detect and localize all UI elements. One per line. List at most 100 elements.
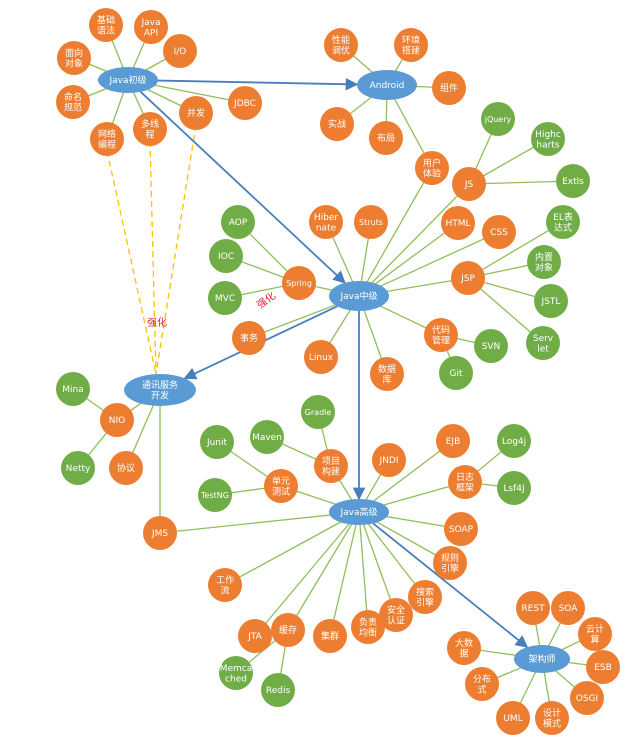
- node-practice: 实战: [320, 107, 354, 141]
- node-label: 云计算: [586, 623, 604, 646]
- node-env: 环境搭建: [394, 28, 428, 62]
- node-circle: [415, 151, 449, 185]
- node-label: 性能调优: [332, 34, 350, 57]
- node-multithread: 多线程: [133, 112, 167, 146]
- edge-java_adv-search_engine: [358, 511, 426, 598]
- node-circle: [394, 28, 428, 62]
- node-label: Redis: [266, 686, 291, 696]
- node-circle: [304, 340, 338, 374]
- node-circle: [100, 403, 134, 437]
- node-circle: [482, 215, 516, 249]
- node-label: Git: [449, 369, 462, 379]
- node-label: JTA: [247, 632, 262, 642]
- node-junit: Junit: [200, 425, 234, 459]
- node-label: 并发: [187, 107, 205, 119]
- hub-ellipse: [329, 499, 389, 525]
- hub-ellipse: [124, 374, 196, 406]
- node-label: JNDI: [379, 456, 399, 466]
- node-label: 数据库: [378, 363, 396, 386]
- node-circle: [282, 266, 316, 300]
- node-circle: [200, 425, 234, 459]
- node-circle: [109, 451, 143, 485]
- node-circle: [551, 591, 585, 625]
- node-esb: ESB: [586, 650, 620, 684]
- edge-java_mid-css: [358, 231, 500, 297]
- node-circle: [408, 580, 442, 614]
- node-circle: [439, 356, 473, 390]
- node-label: OSGI: [576, 694, 598, 704]
- node-struts: Struts: [354, 205, 388, 239]
- node-ioc: IOC: [209, 239, 243, 273]
- node-linux: Linux: [304, 340, 338, 374]
- node-label: jQuery: [484, 115, 512, 124]
- node-label: JSTL: [541, 297, 561, 307]
- node-circle: [301, 395, 335, 429]
- node-label: Netty: [66, 464, 91, 474]
- node-label: Junit: [206, 438, 228, 448]
- node-cluster: 集群: [313, 619, 347, 653]
- node-mvc: MVC: [208, 281, 242, 315]
- node-circle: [324, 28, 358, 62]
- node-circle: [354, 205, 388, 239]
- node-circle: [89, 8, 123, 42]
- node-label: Extls: [562, 177, 584, 187]
- node-label: 搜索引擎: [416, 586, 434, 609]
- edge-java_adv-security: [358, 511, 397, 616]
- node-circle: [250, 420, 284, 454]
- node-label: 命名规范: [64, 91, 82, 114]
- node-circle: [238, 619, 272, 653]
- node-log4j: Log4j: [497, 424, 531, 458]
- node-circle: [497, 424, 531, 458]
- arrow-java_adv-architect: [372, 522, 529, 648]
- node-workflow: 工作流: [208, 568, 242, 602]
- node-label: CSS: [490, 228, 508, 238]
- node-circle: [424, 318, 458, 352]
- node-circle: [351, 610, 385, 644]
- node-label: MVC: [215, 294, 235, 304]
- arrow-java_basic-android: [157, 77, 359, 91]
- hub-label: 通讯服务开发: [142, 379, 178, 402]
- node-label: SVN: [482, 342, 501, 352]
- node-label: TestNG: [200, 491, 229, 500]
- edge-java_adv-cluster: [329, 511, 360, 637]
- node-jsp: JSP: [451, 261, 485, 295]
- annotation-strengthen: 强化: [254, 289, 278, 311]
- node-label: 基础语法: [97, 14, 115, 37]
- hub-label: Java高级: [339, 506, 377, 518]
- node-label: Log4j: [502, 437, 526, 447]
- node-el: EL表达式: [546, 205, 580, 239]
- node-log_framework: 日志框架: [448, 465, 482, 499]
- node-label: AOP: [229, 218, 248, 228]
- node-label: 内置对象: [535, 251, 553, 274]
- node-css: CSS: [482, 215, 516, 249]
- hub-label: 架构师: [528, 653, 555, 665]
- node-label: Mina: [62, 385, 84, 395]
- node-label: 工作流: [216, 574, 234, 597]
- dashed-link-concurrency: [155, 124, 197, 375]
- node-maven: Maven: [250, 420, 284, 454]
- node-soap: SOAP: [444, 512, 478, 546]
- node-circle: [432, 71, 466, 105]
- node-circle: [481, 102, 515, 136]
- node-circle: [320, 107, 354, 141]
- hub-architect: 架构师: [514, 645, 570, 673]
- node-io: I/O: [163, 34, 197, 68]
- node-label: JDBC: [233, 99, 256, 109]
- node-svn: SVN: [474, 329, 508, 363]
- node-circle: [372, 443, 406, 477]
- node-label: 布局: [377, 132, 395, 144]
- dashed-links-layer: [106, 124, 197, 375]
- node-circle: [527, 245, 561, 279]
- node-label: UML: [503, 714, 522, 724]
- hub-label: Android: [370, 81, 405, 91]
- node-circle: [556, 164, 590, 198]
- hub-label: Java中级: [339, 290, 377, 302]
- node-circle: [232, 321, 266, 355]
